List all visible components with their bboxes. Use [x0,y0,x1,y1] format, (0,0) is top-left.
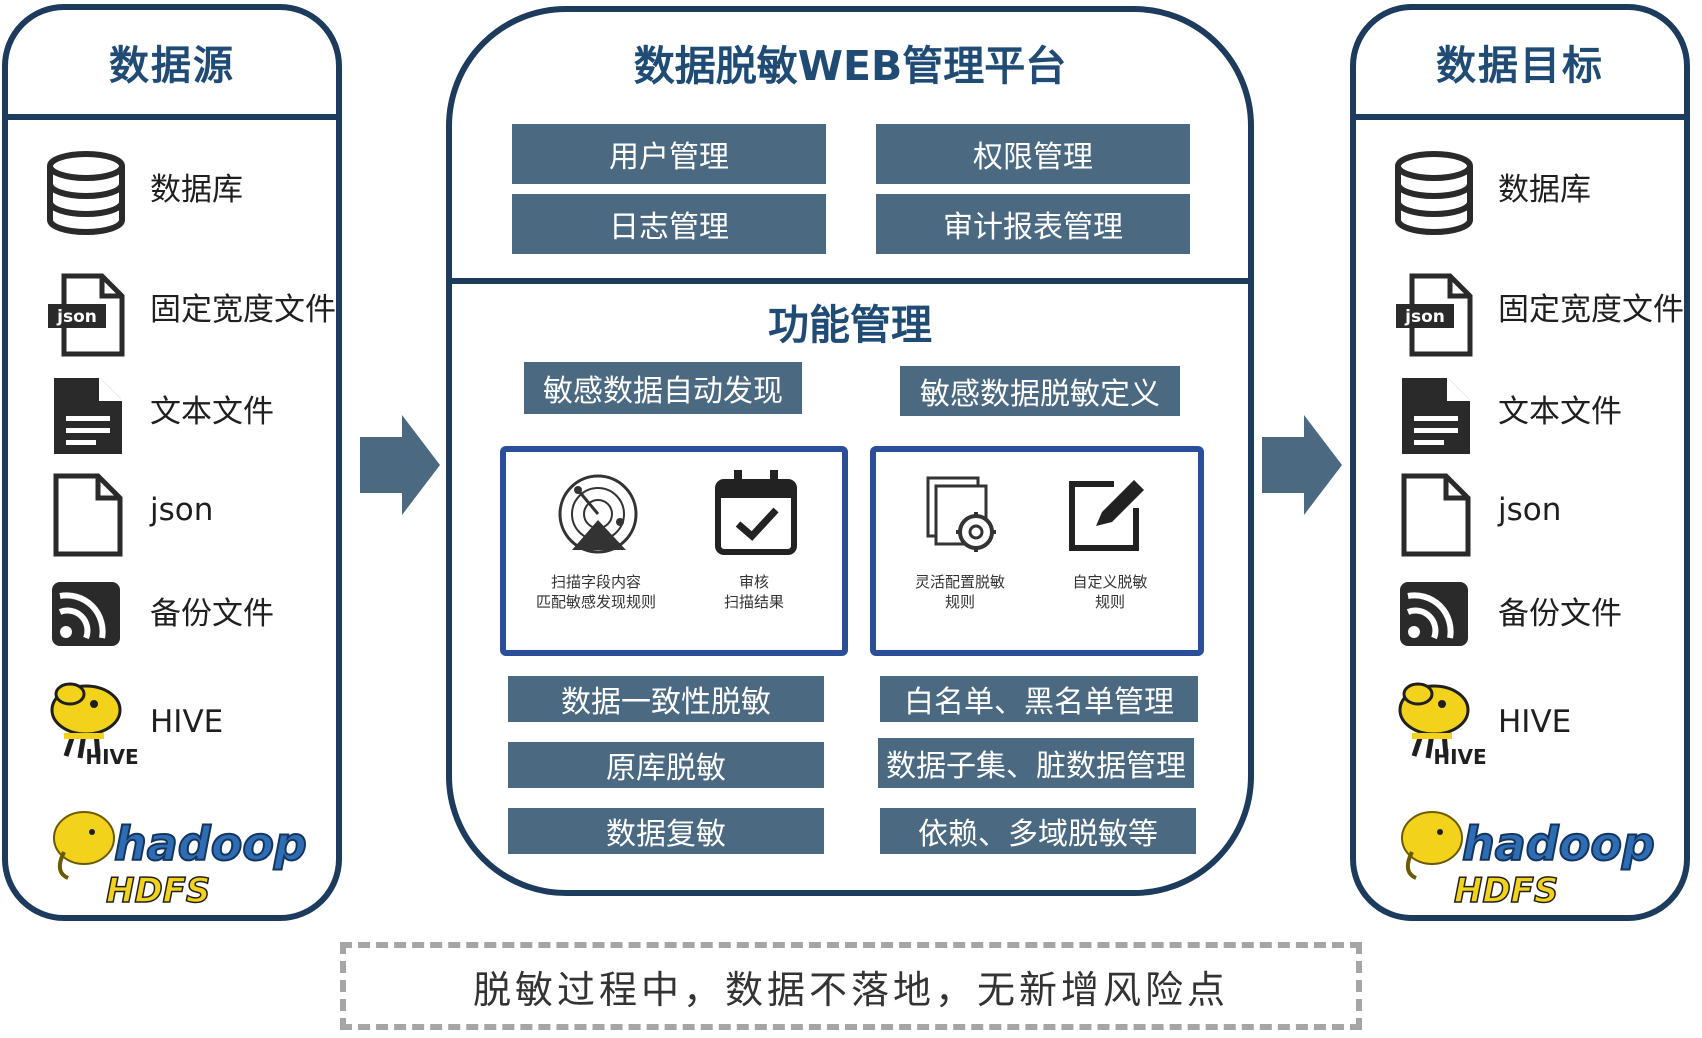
json-file-icon: json [48,273,125,357]
target-item-text-file: 文本文件 [1356,364,1684,460]
calendar-check-icon [715,470,797,555]
source-item-label: 备份文件 [150,596,274,632]
caption-line: 自定义脱敏 [1072,573,1148,591]
target-item-label: HIVE [1498,704,1572,740]
hive-logo-icon: HIVE [1398,682,1487,769]
caption-line: 灵活配置脱敏 [914,573,1005,591]
edit-icon [1069,480,1144,551]
source-title: 数据源 [8,10,336,120]
caption-line: 匹配敏感发现规则 [535,593,656,611]
data-restore-button[interactable]: 数据复敏 [508,808,824,854]
target-title: 数据目标 [1356,10,1684,120]
source-item-backup: 备份文件 [8,566,336,662]
hadoop-logo-text: hadoop [114,817,307,871]
target-item-hadoop: hadoop HDFS [1356,802,1684,912]
arrow-right-icon [360,415,440,515]
radar-scan-icon [558,474,638,554]
text-file-icon [54,378,122,454]
target-item-fixed-width: json 固定宽度文件 [1356,262,1684,358]
hive-logo-text: HIVE [1433,745,1486,769]
function-management-title: 功能管理 [768,301,932,349]
target-item-json: json [1356,462,1684,558]
caption-line: 扫描字段内容 [550,573,641,591]
json-file-icon: json [1396,273,1473,357]
feature-caption: 审核 扫描结果 [664,572,844,612]
json-icon-text: json [56,307,97,327]
hadoop-hdfs-logo: hadoop HDFS [1401,811,1656,912]
hive-logo-icon: HIVE [50,682,139,769]
permission-management-button[interactable]: 权限管理 [876,124,1190,184]
user-management-button[interactable]: 用户管理 [512,124,826,184]
hdfs-logo-text: HDFS [1454,871,1558,911]
audit-report-button[interactable]: 审计报表管理 [876,194,1190,254]
blank-file-icon [53,473,123,557]
hadoop-logo-text: hadoop [1462,817,1655,871]
target-item-label: 备份文件 [1498,596,1622,632]
feature-caption: 扫描字段内容 匹配敏感发现规则 [506,572,686,612]
definition-feature-box [870,446,1204,656]
platform-title: 数据脱敏WEB管理平台 [633,42,1067,90]
sensitive-definition-label[interactable]: 敏感数据脱敏定义 [900,366,1180,416]
database-icon [47,151,125,235]
dependency-multidomain-button[interactable]: 依赖、多域脱敏等 [880,808,1196,854]
target-item-label: 固定宽度文件 [1498,292,1684,328]
target-panel: 数据目标 数据库 json 固定宽度文件 文本文件 [1350,4,1690,921]
hadoop-hdfs-logo: hadoop HDFS [53,811,308,912]
source-panel: 数据源 数据库 json 固定宽度文件 文本文件 [2,4,342,921]
source-item-label: 数据库 [150,172,243,208]
feature-caption: 自定义脱敏 规则 [1020,572,1200,612]
consistency-masking-button[interactable]: 数据一致性脱敏 [508,676,824,722]
target-item-hive: HIVE HIVE [1356,674,1684,770]
source-item-hive: HIVE HIVE [8,674,336,770]
target-item-backup: 备份文件 [1356,566,1684,662]
caption-line: 扫描结果 [723,593,784,611]
feature-caption: 灵活配置脱敏 规则 [870,572,1050,612]
target-item-database: 数据库 [1356,142,1684,238]
in-place-masking-button[interactable]: 原库脱敏 [508,742,824,788]
target-item-label: json [1498,492,1562,528]
caption-line: 审核 [738,573,769,591]
source-item-database: 数据库 [8,142,336,238]
rss-icon [52,582,120,646]
hdfs-logo-text: HDFS [106,871,210,911]
source-item-label: 固定宽度文件 [150,292,336,328]
json-icon-text: json [1404,307,1445,327]
target-item-label: 数据库 [1498,172,1591,208]
platform-divider [446,278,1254,284]
target-item-label: 文本文件 [1498,394,1622,430]
hive-logo-text: HIVE [85,745,138,769]
source-item-label: 文本文件 [150,394,274,430]
whitelist-blacklist-button[interactable]: 白名单、黑名单管理 [880,676,1198,722]
source-item-json: json [8,462,336,558]
sensitive-discovery-label[interactable]: 敏感数据自动发现 [524,362,802,414]
subset-dirty-data-button[interactable]: 数据子集、脏数据管理 [878,738,1194,788]
database-icon [1395,151,1473,235]
footer-note: 脱敏过程中，数据不落地，无新增风险点 [340,942,1362,1030]
source-item-fixed-width: json 固定宽度文件 [8,262,336,358]
source-item-hadoop: hadoop HDFS [8,802,336,912]
arrow-right-icon [1262,415,1342,515]
text-file-icon [1402,378,1470,454]
source-item-label: HIVE [150,704,224,740]
caption-line: 规则 [944,593,975,611]
blank-file-icon [1401,473,1471,557]
config-files-icon [926,476,996,552]
source-item-label: json [150,492,214,528]
log-management-button[interactable]: 日志管理 [512,194,826,254]
rss-icon [1400,582,1468,646]
source-item-text-file: 文本文件 [8,364,336,460]
caption-line: 规则 [1094,593,1125,611]
